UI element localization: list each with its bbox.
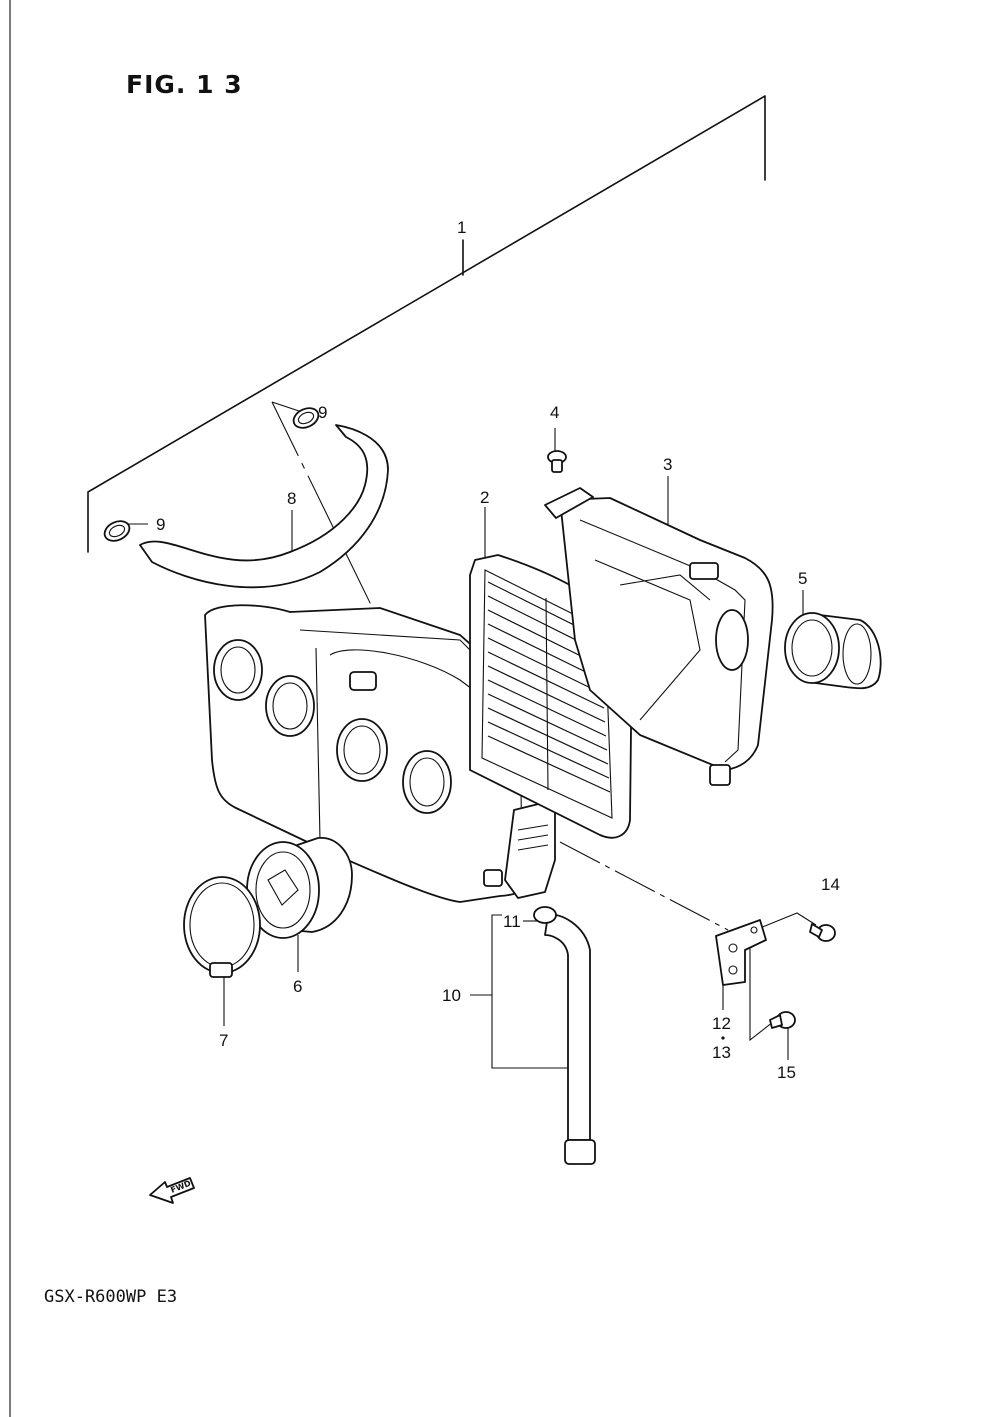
bolt-part-14 [809,923,836,942]
assembly-bracket-1 [87,95,766,553]
air-cleaner-case [204,604,556,903]
callout-11: 11 [503,912,521,931]
callout-6: 6 [293,977,302,996]
callout-13: 13 [712,1043,731,1062]
leader-lines [126,401,817,1069]
callout-12: 12 [712,1014,731,1033]
callout-4: 4 [550,403,559,422]
clamp-part-7 [183,876,261,978]
outlet-tube [246,837,353,939]
drain-hose [544,913,596,1165]
callout-7: 7 [219,1031,228,1050]
callout-5: 5 [798,569,807,588]
hose-clip-lower [103,520,131,542]
callout-14: 14 [821,875,840,894]
callout-2: 2 [480,488,489,507]
callout-8: 8 [287,489,296,508]
air-cleaner-cap [559,497,774,786]
callout-1: 1 [457,218,466,237]
callout-separator-dot [721,1036,725,1040]
screw-part-4 [544,450,594,519]
callout-10: 10 [442,986,461,1005]
callout-3: 3 [663,455,672,474]
forward-direction-arrow: FWD [149,1177,195,1204]
callout-9-upper: 9 [318,403,327,422]
callout-9-lower: 9 [156,515,165,534]
bracket-part-12-13 [715,919,767,986]
callout-labels: 1 2 3 4 5 6 7 8 9 9 10 11 12 13 14 15 [156,218,840,1082]
model-code: GSX-R600WP E3 [44,1287,178,1307]
drain-clip [533,906,557,924]
breather-hose [139,424,389,589]
figure-title: FIG. 1 3 [126,70,243,99]
bolt-part-15 [769,1011,796,1029]
callout-15: 15 [777,1063,796,1082]
hose-clip-upper [292,407,320,429]
filter-pleats [487,581,611,793]
inlet-duct [784,612,882,690]
